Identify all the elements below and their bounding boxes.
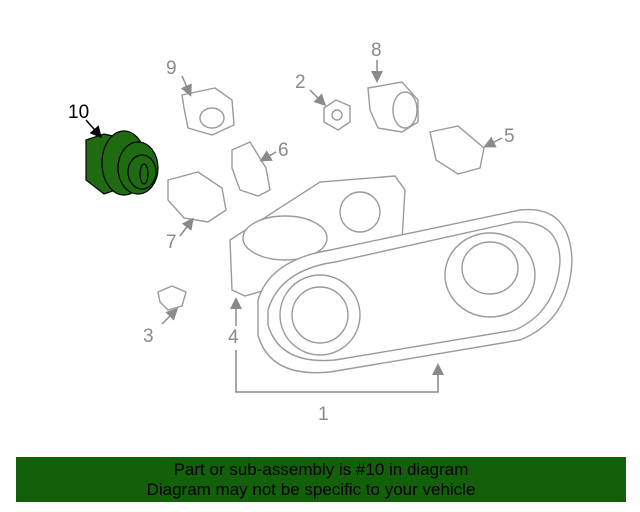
part-7-socket[interactable] (167, 171, 227, 223)
headlamp-assembly[interactable] (229, 175, 573, 374)
banner-line-1: Part or sub-assembly is #10 in diagram (173, 460, 469, 479)
callout-2: 2 (295, 72, 306, 93)
banner-line-2: Diagram may not be specific to your vehi… (146, 480, 476, 499)
part-9-socket[interactable] (181, 87, 235, 136)
callout-10: 10 (68, 102, 89, 123)
callout-8: 8 (371, 40, 382, 61)
part-3-clip[interactable] (157, 285, 187, 311)
part-10-socket[interactable] (85, 130, 159, 196)
callout-7: 7 (166, 232, 177, 253)
callout-5: 5 (504, 126, 515, 147)
part-notice-banner: Part or sub-assembly is #10 in diagram D… (16, 457, 626, 502)
callout-6: 6 (278, 140, 289, 161)
callout-3: 3 (143, 326, 154, 347)
part-8-bulb[interactable] (367, 81, 419, 133)
part-6-bulb[interactable] (231, 141, 271, 197)
callout-9: 9 (166, 58, 177, 79)
callout-1: 1 (318, 404, 329, 425)
part-5-bulb[interactable] (429, 125, 485, 175)
callout-4: 4 (228, 327, 239, 348)
part-2-nut[interactable] (323, 99, 351, 131)
